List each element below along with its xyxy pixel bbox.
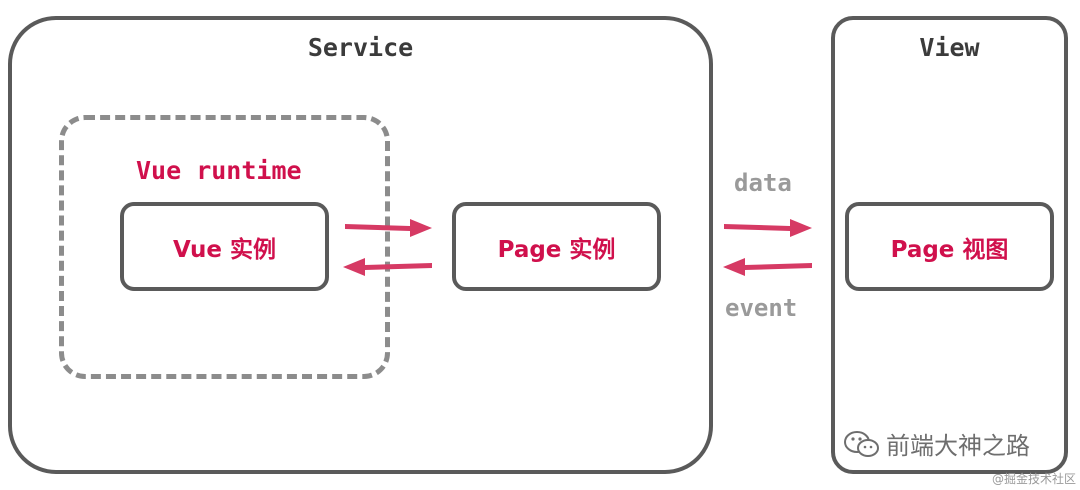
watermark: 前端大神之路 <box>842 426 1030 461</box>
wechat-icon <box>844 430 879 457</box>
page-instance-node: Page 实例 <box>452 202 661 291</box>
page-view-node: Page 视图 <box>845 202 1054 291</box>
event-edge-label: event <box>725 294 798 322</box>
service-title: Service <box>307 33 414 62</box>
arrow-event-view-to-service <box>723 258 812 276</box>
vue-instance-label: Vue 实例 <box>173 236 276 263</box>
credit-text: @掘金技术社区 <box>992 472 1077 486</box>
vue-runtime-label: Vue runtime <box>136 156 302 185</box>
vue-instance-node: Vue 实例 <box>120 202 329 291</box>
page-view-label: Page 视图 <box>890 236 1009 263</box>
page-instance-label: Page 实例 <box>497 236 616 263</box>
arrow-vue-to-page <box>345 219 432 237</box>
arrow-data-service-to-view <box>724 219 812 237</box>
vue-runtime-boundary <box>59 115 390 379</box>
view-title: View <box>919 33 980 62</box>
data-edge-label: data <box>734 169 792 197</box>
watermark-channel: 前端大神之路 <box>886 432 1030 460</box>
arrow-page-to-vue <box>343 258 432 276</box>
